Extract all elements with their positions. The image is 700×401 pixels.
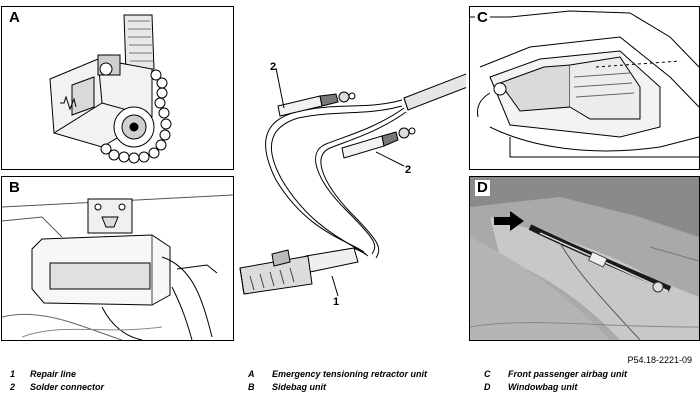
legend-item: B Sidebag unit xyxy=(248,381,427,394)
repair-line-drawing xyxy=(239,67,466,297)
retractor-illustration xyxy=(49,14,172,164)
legend-key: C xyxy=(484,369,491,379)
panel-d-windowbag: D xyxy=(469,176,700,341)
legend-column-3: C Front passenger airbag unit D Windowba… xyxy=(484,368,627,394)
legend-text: Front passenger airbag unit xyxy=(508,369,628,379)
arrow-pointer-icon xyxy=(494,211,524,231)
legend-key: 2 xyxy=(10,382,16,392)
legend-key: 1 xyxy=(10,369,16,379)
legend-item: C Front passenger airbag unit xyxy=(484,368,627,381)
legend-column-2: A Emergency tensioning retractor unit B … xyxy=(248,368,427,394)
panel-b-letter: B xyxy=(7,179,22,196)
panel-c-passenger-airbag: C xyxy=(469,6,700,170)
panel-d-letter: D xyxy=(475,179,490,196)
windowbag-photo xyxy=(470,177,699,340)
passenger-airbag-illustration xyxy=(470,10,699,158)
legend-item: A Emergency tensioning retractor unit xyxy=(248,368,427,381)
legend-text: Windowbag unit xyxy=(508,382,578,392)
panel-c-letter: C xyxy=(475,9,490,26)
panel-b-sidebag: B xyxy=(1,176,234,341)
legend-text: Solder connector xyxy=(30,382,105,392)
legend-column-1: 1 Repair line 2 Solder connector xyxy=(10,368,104,394)
legend-key: B xyxy=(248,382,255,392)
reference-code: P54.18-2221-09 xyxy=(627,355,692,365)
legend-text: Emergency tensioning retractor unit xyxy=(272,369,428,379)
legend-text: Repair line xyxy=(30,369,77,379)
legend-item: D Windowbag unit xyxy=(484,381,627,394)
legend-text: Sidebag unit xyxy=(272,382,326,392)
legend-key: A xyxy=(248,369,255,379)
callout-solder-connector-lower: 2 xyxy=(405,164,412,176)
legend-key: D xyxy=(484,382,491,392)
sidebag-illustration xyxy=(2,194,233,340)
callout-repair-line: 1 xyxy=(333,296,340,308)
legend-item: 1 Repair line xyxy=(10,368,104,381)
legend-item: 2 Solder connector xyxy=(10,381,104,394)
panel-a-letter: A xyxy=(7,9,22,26)
callout-solder-connector-upper: 2 xyxy=(270,61,277,73)
panel-a-retractor: A xyxy=(1,6,234,170)
